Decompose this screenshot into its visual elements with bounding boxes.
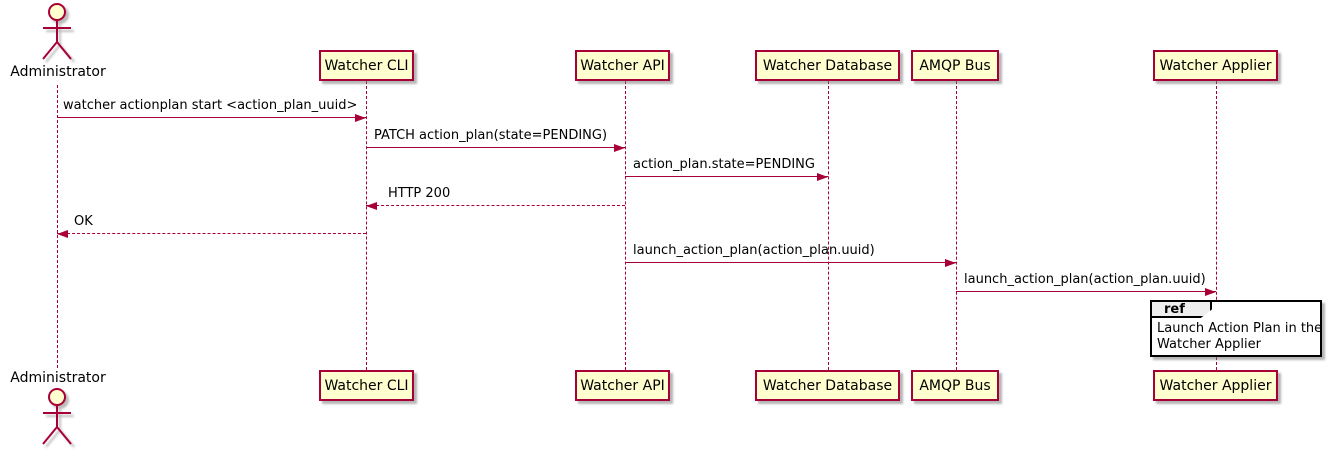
ref-fragment: ref Launch Action Plan in the Watcher Ap… [1150,300,1322,357]
lifeline-administrator [57,85,58,368]
ref-fragment-keyword: ref [1150,300,1212,318]
lifeline-watcher-applier [1216,81,1217,370]
arrowhead-4 [57,230,68,238]
arrowhead-6 [1205,288,1216,296]
arrowhead-2 [817,173,828,181]
message-label-4: OK [74,214,93,229]
lifeline-watcher-cli [366,81,367,370]
participant-amqp-bus-bottom: AMQP Bus [911,370,999,401]
ref-fragment-text: Launch Action Plan in the Watcher Applie… [1157,321,1322,353]
lifeline-amqp-bus [956,81,957,370]
participant-watcher-database-top: Watcher Database [755,50,900,81]
message-line-4 [57,233,366,234]
lifeline-watcher-database [828,81,829,370]
message-label-6: launch_action_plan(action_plan.uuid) [964,272,1206,287]
message-label-3: HTTP 200 [388,186,451,201]
message-label-0: watcher actionplan start <action_plan_uu… [63,98,358,113]
lifeline-watcher-api [625,81,626,370]
participant-watcher-api-bottom: Watcher API [575,370,670,401]
message-line-2 [625,176,828,177]
message-label-5: launch_action_plan(action_plan.uuid) [633,243,875,258]
actor-administrator-figure-top [42,3,72,60]
participant-watcher-applier-top: Watcher Applier [1153,50,1278,81]
actor-administrator-label-top: Administrator [10,64,106,80]
message-line-1 [366,147,625,148]
message-line-6 [956,291,1216,292]
participant-watcher-database-bottom: Watcher Database [755,370,900,401]
actor-administrator-figure-bottom [42,388,72,445]
participant-watcher-applier-bottom: Watcher Applier [1153,370,1278,401]
arrowhead-1 [614,144,625,152]
message-line-5 [625,262,956,263]
message-label-2: action_plan.state=PENDING [633,157,815,172]
arrowhead-5 [945,259,956,267]
arrowhead-3 [366,202,377,210]
participant-watcher-cli-top: Watcher CLI [319,50,414,81]
message-label-1: PATCH action_plan(state=PENDING) [374,128,608,143]
ref-fragment-text-line1: Launch Action Plan in the [1157,321,1323,336]
message-line-3 [366,205,625,206]
participant-amqp-bus-top: AMQP Bus [911,50,999,81]
participant-watcher-api-top: Watcher API [575,50,670,81]
actor-administrator-label-bottom: Administrator [10,370,106,386]
participant-watcher-cli-bottom: Watcher CLI [319,370,414,401]
arrowhead-0 [355,114,366,122]
message-line-0 [57,117,366,118]
ref-fragment-text-line2: Watcher Applier [1157,337,1261,352]
